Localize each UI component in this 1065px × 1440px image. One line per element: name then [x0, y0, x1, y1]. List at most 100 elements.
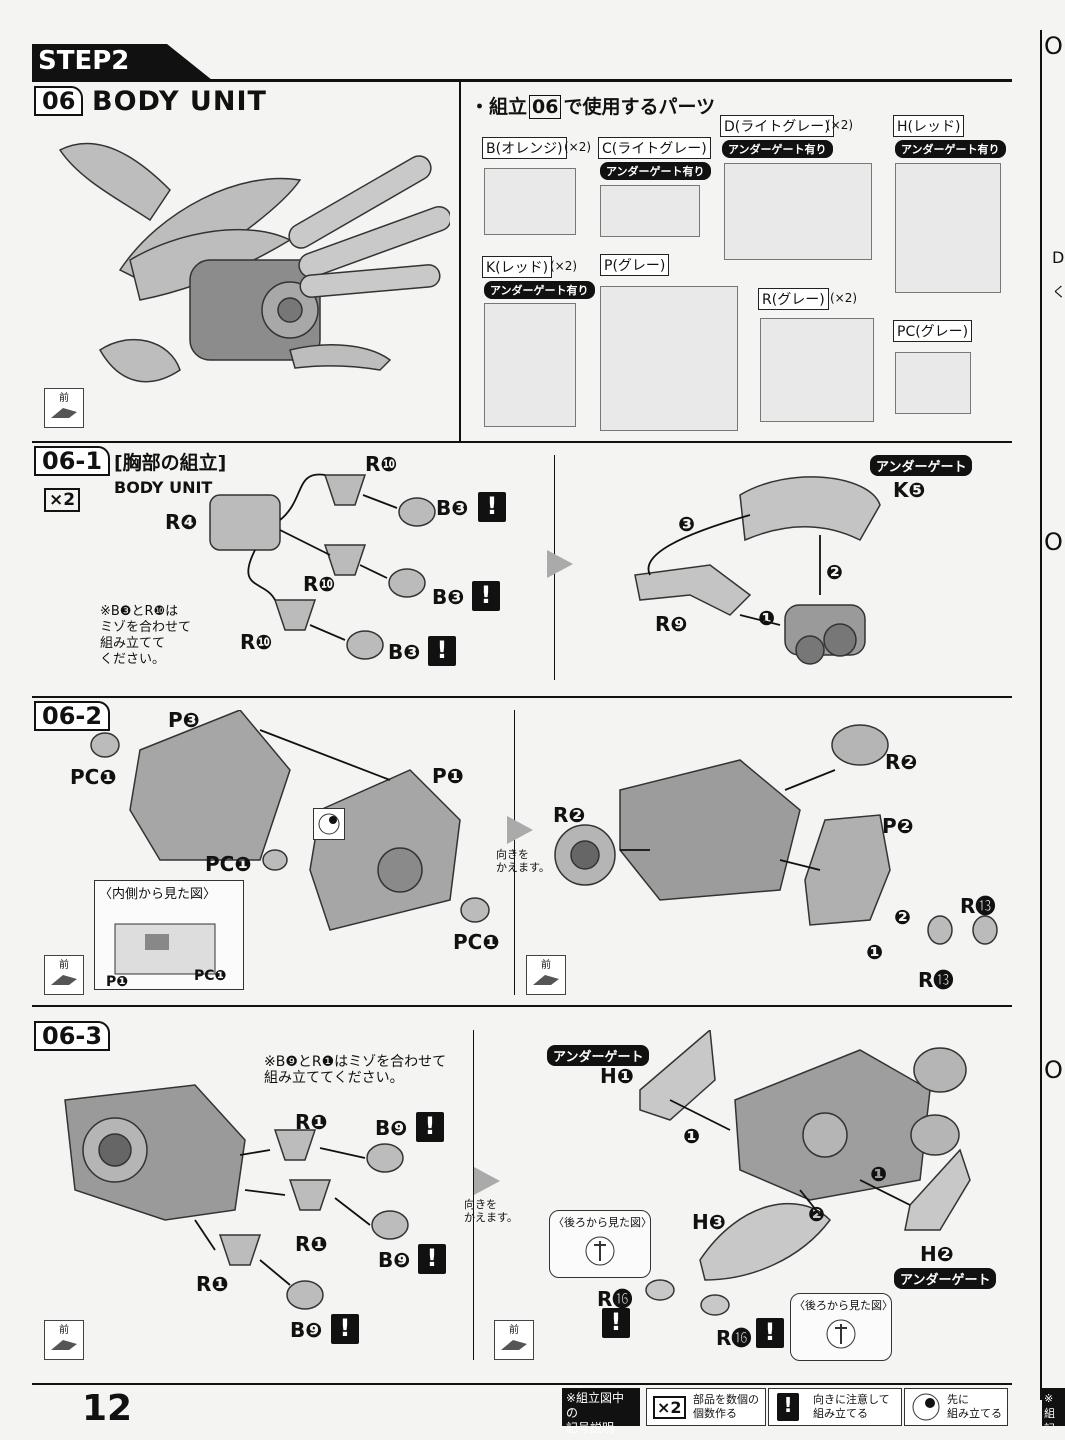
step1-multiplier: ×2	[44, 488, 81, 512]
order-2-step3: ❷	[808, 1202, 825, 1226]
sprue-r	[760, 318, 874, 422]
back-view-caption-2: 〈後ろから見た図〉	[794, 1299, 893, 1312]
part-label-c: C(ライトグレー)	[598, 137, 711, 159]
order-1: ❶	[758, 606, 775, 630]
label-r1-a: R❶	[295, 1110, 328, 1134]
turn-note-step3: 向きを かえます。	[464, 1198, 518, 1224]
label-p3: P❸	[168, 708, 200, 732]
label-r4: R❹	[165, 510, 198, 534]
step1-assembly-illustration	[209, 473, 436, 660]
part-tag-h: アンダーゲート有り	[895, 140, 1006, 158]
part-label-r: R(グレー)	[758, 288, 829, 310]
label-b9-a: B❾	[375, 1116, 408, 1140]
edge-letter-3: く	[1052, 285, 1065, 301]
front-label: 前	[59, 1325, 69, 1336]
step1-chest-illustration	[634, 476, 881, 665]
part-label-h: H(レッド)	[893, 115, 965, 137]
label-r13-bot: R⓭	[918, 968, 954, 992]
step3-divider	[473, 1030, 474, 1360]
part-label-p: P(グレー)	[600, 254, 670, 276]
legend-preassemble-text: 先に 組み立てる	[947, 1393, 1002, 1420]
legend-caution-text: 向きに注意して 組み立てる	[813, 1393, 890, 1420]
legend-multiplier-symbol: ×2	[653, 1396, 686, 1419]
step1-number: 06-1	[34, 446, 111, 476]
step-banner-shape	[32, 40, 212, 80]
edge-page-border	[1040, 30, 1042, 1400]
label-b9-c: B❾	[290, 1318, 323, 1342]
step2-number: 06-2	[34, 701, 111, 731]
back-view-icon-2	[826, 1319, 856, 1349]
label-pc1-right: PC❶	[453, 930, 500, 954]
step2-right-illustration	[554, 724, 998, 945]
parts-title-suffix: で使用するパーツ	[563, 96, 716, 118]
next-arrow-icon	[507, 816, 533, 844]
label-r16-right: R⓰	[716, 1326, 752, 1350]
back-view-inset-2: 〈後ろから見た図〉	[790, 1293, 893, 1361]
caution-icon-4: !	[416, 1112, 444, 1142]
back-view-caption-1: 〈後ろから見た図〉	[553, 1216, 652, 1229]
front-arrow-icon	[501, 1340, 527, 1350]
edge-letter-5: O	[1044, 1056, 1063, 1084]
step-label: STEP2	[38, 46, 130, 76]
legend-title: ※組立図中の 記号説明	[562, 1388, 640, 1435]
front-label: 前	[541, 960, 551, 971]
undergate-tag-k5: アンダーゲート	[870, 455, 973, 476]
inset-illustration	[114, 923, 216, 975]
preassemble-dot-icon	[318, 813, 340, 835]
label-r1-b: R❶	[295, 1232, 328, 1256]
back-view-icon-1	[585, 1236, 615, 1266]
step2-assembly-illustration	[90, 710, 490, 931]
caution-icon-5: !	[418, 1244, 446, 1274]
order-1-step3-b: ❶	[870, 1162, 887, 1186]
legend-preassemble-icon	[912, 1393, 940, 1421]
part-label-pc: PC(グレー)	[893, 320, 973, 342]
front-arrow-icon	[51, 1340, 77, 1350]
undergate-tag-h2: アンダーゲート	[894, 1268, 997, 1289]
legend-multiplier-text: 部品を数個の 個数作る	[693, 1393, 759, 1420]
front-arrow-icon	[51, 408, 77, 418]
label-r9: R❾	[655, 612, 688, 636]
label-b3-3: B❸	[388, 640, 421, 664]
sprue-b	[484, 168, 576, 235]
part-label-b: B(オレンジ)	[482, 137, 567, 159]
front-indicator: 前	[44, 388, 84, 428]
part-qty-k: (×2)	[550, 259, 578, 273]
page-number: 12	[82, 1388, 133, 1429]
edge-letter-4: O	[1044, 528, 1063, 556]
sprue-p	[600, 286, 738, 431]
rule-after-step2	[32, 1005, 1012, 1007]
next-arrow-icon	[547, 550, 573, 578]
step2-divider	[514, 710, 515, 995]
part-tag-c: アンダーゲート有り	[600, 162, 711, 180]
legend-caution-icon: !	[777, 1393, 799, 1421]
front-arrow-icon	[51, 975, 77, 985]
label-r16-left: R⓰	[597, 1287, 633, 1311]
label-pc1-left: PC❶	[70, 765, 117, 789]
inset-caption: 〈内側から見た図〉	[99, 887, 217, 902]
inset-label-pc1: PC❶	[194, 968, 227, 984]
front-indicator-step2-right: 前	[526, 955, 566, 995]
step3-right-illustration	[639, 1030, 971, 1316]
part-tag-k: アンダーゲート有り	[484, 281, 595, 299]
order-1-step3-a: ❶	[683, 1124, 700, 1148]
edge-footer-text: ※組 記	[1042, 1388, 1065, 1426]
caution-icon-7: !	[602, 1308, 630, 1338]
front-label: 前	[509, 1325, 519, 1336]
order-1-step2: ❶	[866, 940, 883, 964]
label-r2-left: R❷	[553, 803, 586, 827]
sprue-h	[895, 163, 1001, 293]
preassemble-icon	[313, 808, 345, 840]
label-r1-c: R❶	[196, 1272, 229, 1296]
caution-icon-1: !	[478, 492, 506, 522]
label-h3: H❸	[692, 1210, 726, 1234]
part-tag-d: アンダーゲート有り	[722, 140, 833, 158]
overview-divider	[459, 82, 461, 442]
label-r10-mid: R❿	[303, 572, 336, 596]
parts-title-prefix: ・組立	[470, 96, 528, 118]
rule-after-parts	[32, 441, 1012, 443]
label-k5: K❺	[893, 478, 926, 502]
sprue-d	[724, 163, 872, 260]
front-indicator-step3-left: 前	[44, 1320, 84, 1360]
caution-icon-3: !	[428, 636, 456, 666]
